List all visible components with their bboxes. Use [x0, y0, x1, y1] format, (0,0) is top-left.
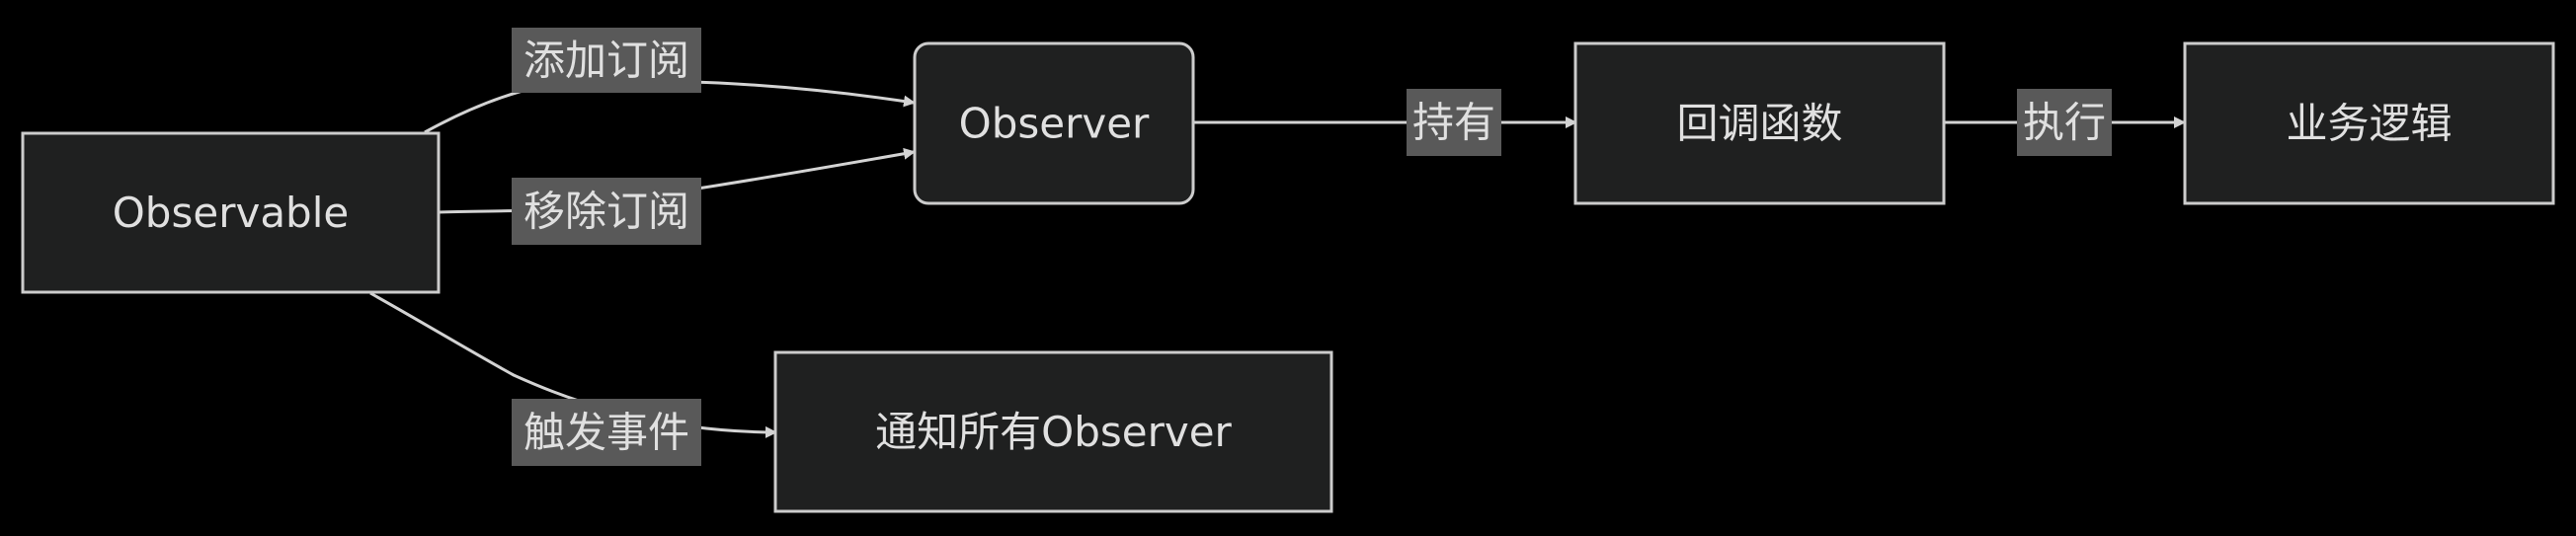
node-observable: Observable [21, 131, 441, 294]
node-callback: 回调函数 [1573, 41, 1946, 205]
node-business-logic-label: 业务逻辑 [2286, 100, 2452, 148]
edge-label-holds: 持有 [1407, 89, 1501, 156]
edge-label-add-subscription-text: 添加订阅 [523, 37, 689, 85]
edge-labels: 添加订阅 移除订阅 触发事件 持有 执行 [512, 28, 2112, 466]
edge-label-add-subscription: 添加订阅 [512, 28, 701, 93]
edge-label-remove-subscription-text: 移除订阅 [523, 188, 689, 236]
node-notify-all-observers-label: 通知所有Observer [875, 408, 1232, 456]
edge-label-trigger-event: 触发事件 [512, 399, 701, 466]
node-observer-label: Observer [959, 100, 1150, 148]
node-observer: Observer [913, 41, 1195, 205]
edge-label-execute: 执行 [2017, 89, 2112, 156]
edge-label-remove-subscription: 移除订阅 [512, 178, 701, 245]
edge-label-execute-text: 执行 [2023, 99, 2106, 147]
node-observable-label: Observable [113, 189, 349, 237]
edge-label-trigger-event-text: 触发事件 [523, 409, 689, 457]
nodes: Observable Observer 回调函数 业务逻辑 通知所有Observ… [21, 41, 2555, 513]
edge-label-holds-text: 持有 [1412, 99, 1495, 147]
node-business-logic: 业务逻辑 [2183, 41, 2555, 205]
node-notify-all-observers: 通知所有Observer [773, 350, 1333, 513]
node-callback-label: 回调函数 [1676, 100, 1842, 148]
